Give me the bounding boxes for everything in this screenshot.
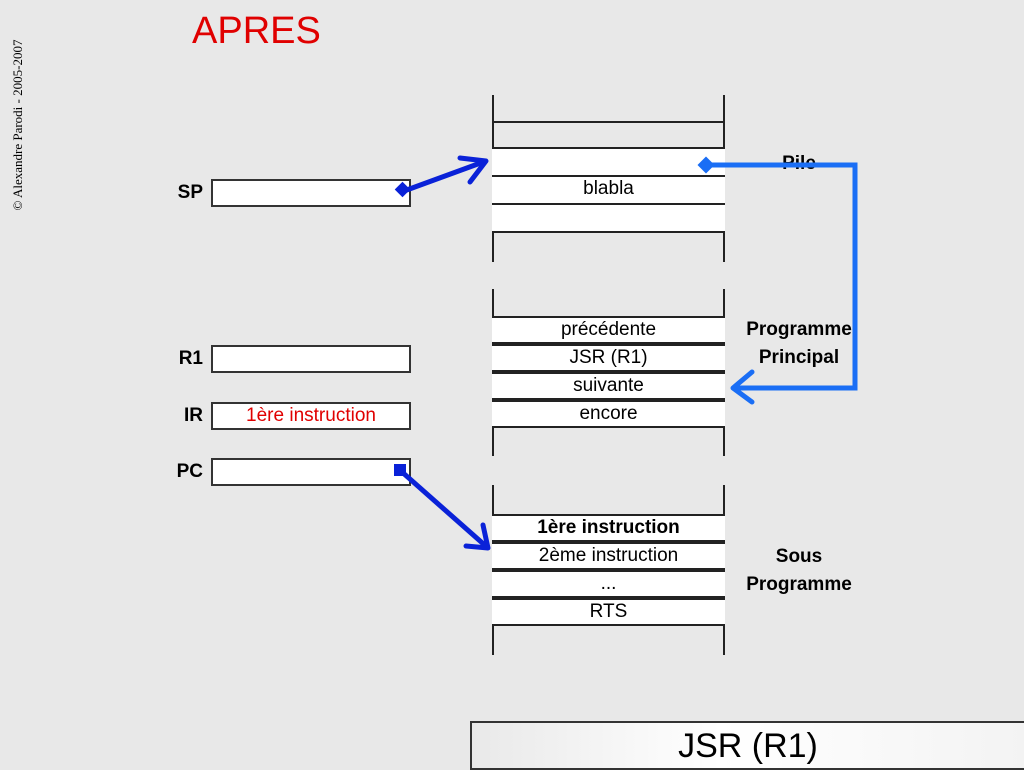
sub-program-cell: 2ème instruction xyxy=(492,542,725,570)
register-label-ir: IR xyxy=(184,405,203,426)
register-label-pc: PC xyxy=(176,461,203,482)
slide-title: APRES xyxy=(192,10,321,52)
sub-program-cell: 1ère instruction xyxy=(492,514,725,542)
sub-program-memory: 1ère instruction 2ème instruction ... RT… xyxy=(492,485,725,655)
return-address-arrow xyxy=(697,156,858,405)
sub-program-cell: ... xyxy=(492,570,725,598)
pc-pointer-arrow xyxy=(394,464,491,551)
register-pc-box xyxy=(211,458,411,486)
register-label-r1: R1 xyxy=(178,348,203,369)
sub-program-label-line1: Sous xyxy=(775,546,823,567)
main-program-cell: JSR (R1) xyxy=(492,344,725,372)
main-program-cell: suivante xyxy=(492,372,725,400)
main-program-cell: précédente xyxy=(492,316,725,344)
stack-memory: blabla xyxy=(492,95,725,262)
sub-program-cell: RTS xyxy=(492,598,725,626)
stack-cell-top xyxy=(492,149,725,177)
stack-cell xyxy=(492,121,725,149)
footer-caption: JSR (R1) xyxy=(470,721,1024,770)
stack-cell: blabla xyxy=(492,177,725,205)
main-program-label-line1: Programme xyxy=(746,319,852,340)
stack-cell xyxy=(492,205,725,233)
sp-pointer-arrow xyxy=(394,155,489,198)
main-program-label-line2: Principal xyxy=(758,347,840,368)
register-ir-box: 1ère instruction xyxy=(211,402,411,430)
register-sp-box xyxy=(211,179,411,207)
sub-program-label-line2: Programme xyxy=(746,574,852,595)
main-program-memory: précédente JSR (R1) suivante encore xyxy=(492,289,725,456)
register-label-sp: SP xyxy=(177,182,203,203)
register-r1-box xyxy=(211,345,411,373)
main-program-cell: encore xyxy=(492,400,725,428)
